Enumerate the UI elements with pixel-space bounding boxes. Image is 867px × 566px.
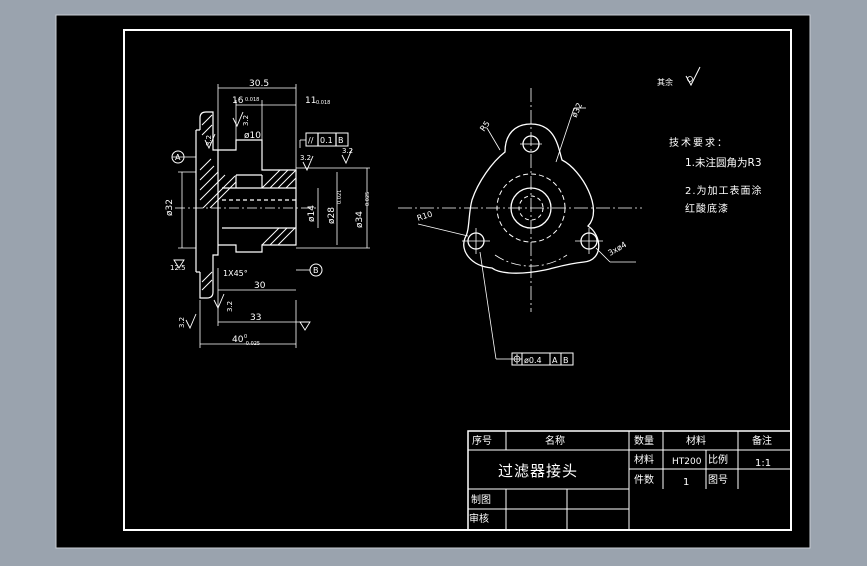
datum-b-label: B (313, 266, 319, 275)
position-value: ø0.4 (524, 356, 542, 365)
tb-col-remark: 备注 (752, 434, 772, 447)
dim-dia34-tol: 0.025 (365, 192, 371, 206)
side-section-view (171, 84, 370, 348)
tb-col-name: 名称 (545, 434, 565, 447)
surface-finish-note: 其余 (657, 66, 701, 87)
dim-16-tol: 0.018 (245, 97, 259, 103)
dim-30-5: 30.5 (249, 79, 269, 89)
roughness-3-2-e: 3.2 (226, 301, 234, 312)
side-dimension-lines (172, 84, 370, 348)
dim-dia34: ø34 (355, 211, 365, 228)
dim-11-tol: 0.018 (316, 100, 330, 106)
dim-dia32: ø32 (165, 199, 175, 216)
requirements-title: 技术要求： (669, 136, 729, 149)
tb-part-name: 过滤器接头 (498, 462, 578, 480)
tb-label-material: 材料 (634, 453, 654, 466)
roughness-12-5: 12.5 (170, 264, 186, 272)
tb-value-scale: 1:1 (755, 458, 771, 469)
dim-dia10: ø10 (244, 131, 261, 141)
title-block-text: 序号 名称 数量 材料 备注 过滤器接头 材料 HT200 比例 1:1 件数 … (469, 434, 772, 525)
roughness-3-2-a: 3.2 (242, 115, 250, 126)
tb-value-count: 1 (683, 477, 689, 488)
front-centre-lines (398, 88, 642, 312)
technical-requirements: 技术要求： 1.未注圆角为R3 2.为加工表面涂 红酸底漆 (669, 136, 763, 215)
tb-label-scale: 比例 (708, 453, 728, 466)
parallelism-ref: B (338, 136, 344, 145)
position-ref-b: B (563, 356, 569, 365)
roughness-3-2-f: 3.2 (178, 317, 186, 328)
front-leaders (417, 107, 636, 360)
tb-label-drawn-by: 制图 (471, 493, 491, 506)
front-view (398, 88, 642, 366)
tb-label-reviewed-by: 审核 (469, 512, 489, 525)
roughness-3-2-c: 3.2 (300, 154, 311, 162)
dim-40: 40 (232, 335, 244, 345)
dim-16: 16 (232, 96, 244, 106)
dim-40-tol-top: 0 (244, 334, 247, 340)
dim-dia14: ø14 (307, 205, 317, 222)
title-block (467, 430, 792, 531)
dim-30: 30 (254, 281, 266, 291)
roughness-3-2-d: 3.2 (342, 147, 353, 155)
tb-label-drawing-no: 图号 (708, 474, 728, 486)
requirement-line-3: 红酸底漆 (685, 202, 729, 215)
requirement-line-2: 2.为加工表面涂 (685, 184, 763, 197)
front-outline (463, 123, 600, 274)
body-outline (218, 139, 297, 253)
flange-outline (199, 111, 219, 299)
side-view-labels: 30.5 16 0.018 11 0.018 ø10 // 0.1 B A B … (165, 79, 371, 347)
sheet-frame (123, 29, 792, 531)
dim-33: 33 (250, 313, 261, 323)
parallelism-frame (305, 132, 349, 147)
roughness-3-2-b: 3.2 (205, 135, 213, 146)
dim-chamfer: 1X45° (223, 269, 248, 278)
parallelism-value: 0.1 (320, 136, 333, 145)
sheet-outer (55, 14, 811, 549)
datum-b-circle (309, 263, 323, 277)
datum-a-label: A (175, 153, 181, 162)
datum-a-circle (171, 150, 185, 164)
dim-11: 11 (305, 96, 316, 106)
dim-dia28-tol: 0.021 (337, 190, 343, 204)
dim-40-tol: -0.025 (244, 341, 260, 347)
tb-label-count: 件数 (634, 473, 654, 486)
tb-col-material: 材料 (686, 434, 706, 447)
tb-col-qty: 数量 (634, 434, 654, 447)
position-ref-a: A (552, 356, 558, 365)
hatching (199, 114, 297, 291)
finish-note-text: 其余 (657, 77, 673, 87)
tb-value-material: HT200 (672, 457, 702, 467)
requirement-line-1: 1.未注圆角为R3 (685, 156, 762, 169)
parallelism-symbol: // (308, 136, 314, 145)
tb-col-seq: 序号 (472, 434, 492, 447)
dim-dia28: ø28 (327, 207, 337, 224)
